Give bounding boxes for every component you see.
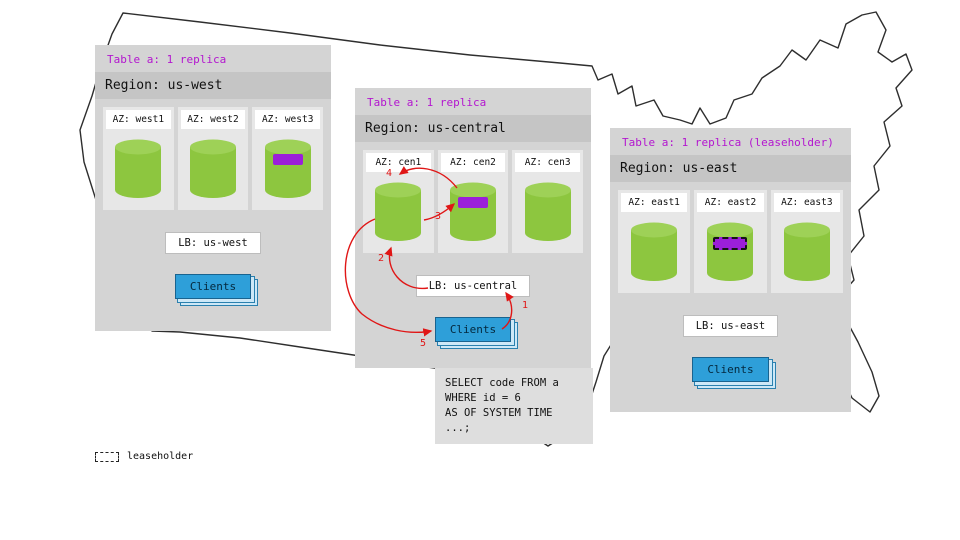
az-label: AZ: cen2 (440, 153, 506, 172)
clients-box-us-east: Clients (692, 357, 769, 382)
az-label: AZ: east1 (621, 193, 688, 212)
database-cylinder (449, 181, 497, 243)
region-title: Region: us-west (95, 72, 331, 99)
az-label: AZ: east3 (773, 193, 840, 212)
az-label: AZ: west2 (180, 110, 246, 129)
az-box-cen3: AZ: cen3 (512, 150, 584, 253)
database-cylinder (189, 138, 237, 200)
database-cylinder (374, 181, 422, 243)
table-note: Table a: 1 replica (107, 53, 227, 66)
cylinder-icon (707, 222, 754, 281)
az-box-east3: AZ: east3 (770, 190, 843, 293)
region-title: Region: us-east (610, 155, 851, 182)
az-box-cen2: AZ: cen2 (437, 150, 509, 253)
az-row: AZ: east1 AZ: east2 (610, 182, 851, 301)
az-row: AZ: cen1 AZ: cen2 (355, 142, 591, 261)
az-box-cen1: AZ: cen1 (363, 150, 434, 253)
replica-band (272, 154, 303, 165)
cylinder-icon (115, 139, 162, 198)
database-cylinder (706, 221, 754, 283)
table-note: Table a: 1 replica (leaseholder) (622, 136, 834, 149)
az-box-east2: AZ: east2 (694, 190, 767, 293)
az-label: AZ: west1 (106, 110, 171, 129)
az-box-west1: AZ: west1 (103, 107, 174, 210)
clients-box-us-central: Clients (434, 317, 512, 342)
replica-band (713, 237, 748, 250)
cylinder-icon (375, 182, 422, 241)
az-label: AZ: cen3 (515, 153, 581, 172)
region-title: Region: us-central (355, 115, 591, 142)
az-box-east1: AZ: east1 (618, 190, 691, 293)
sql-line: WHERE id = 6 (445, 392, 521, 404)
cylinder-icon (264, 139, 311, 198)
sql-query: SELECT code FROM a WHERE id = 6 AS OF SY… (435, 368, 593, 444)
sql-line: AS OF SYSTEM TIME ...; (445, 407, 553, 434)
cylinder-icon (524, 182, 571, 241)
load-balancer-us-west: LB: us-west (165, 232, 261, 254)
load-balancer-us-central: LB: us-central (415, 275, 531, 297)
database-cylinder (783, 221, 831, 283)
cylinder-icon (190, 139, 236, 198)
database-cylinder (630, 221, 678, 283)
legend-label: leaseholder (127, 451, 194, 462)
az-label: AZ: cen1 (366, 153, 431, 172)
cylinder-icon (450, 182, 496, 241)
replica-band (458, 197, 488, 208)
database-cylinder (264, 138, 312, 200)
sql-line: SELECT code FROM a (445, 377, 559, 389)
database-cylinder (524, 181, 572, 243)
cylinder-icon (783, 222, 830, 281)
az-box-west3: AZ: west3 (252, 107, 324, 210)
az-label: AZ: west3 (255, 110, 321, 129)
load-balancer-us-east: LB: us-east (682, 315, 779, 337)
clients-box-us-west: Clients (174, 274, 252, 299)
leaseholder-swatch-icon (95, 451, 119, 462)
region-panel-us-east: Table a: 1 replica (leaseholder) Region:… (610, 128, 851, 412)
region-panel-us-west: Table a: 1 replica Region: us-west AZ: w… (95, 45, 331, 331)
leaseholder-legend: leaseholder (95, 451, 193, 462)
table-note: Table a: 1 replica (367, 96, 487, 109)
az-box-west2: AZ: west2 (177, 107, 249, 210)
az-row: AZ: west1 AZ: west2 (95, 99, 331, 218)
region-panel-us-central: Table a: 1 replica Region: us-central AZ… (355, 88, 591, 368)
cylinder-icon (631, 222, 678, 281)
az-label: AZ: east2 (697, 193, 764, 212)
database-cylinder (114, 138, 162, 200)
